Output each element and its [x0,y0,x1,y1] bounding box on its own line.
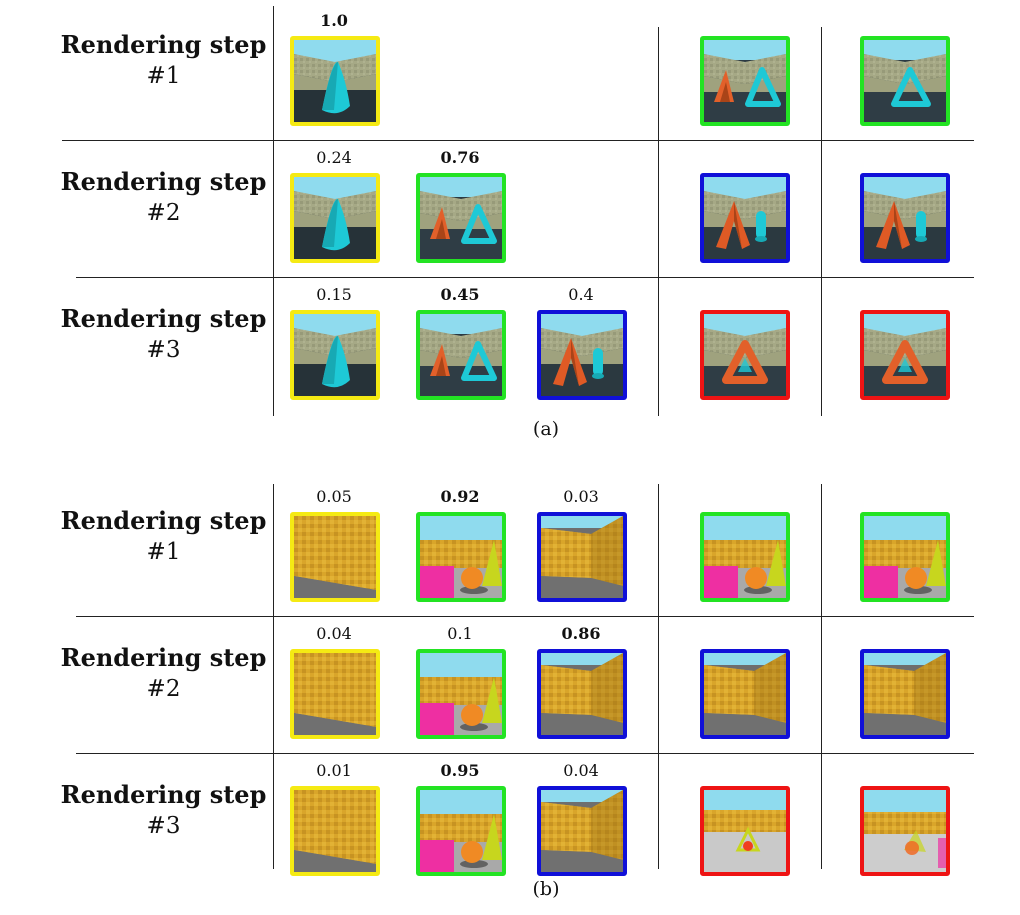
column-divider [821,27,822,416]
figure-panel-a: Rendering step #1 1.0 [0,0,1020,450]
candidate-view-thumbnail [416,512,506,602]
candidate-score: 0.15 [316,285,352,304]
candidate-view-thumbnail [537,649,627,739]
target-view-thumbnail [860,310,950,400]
observed-view-thumbnail [700,36,790,126]
candidate-score: 0.24 [316,148,352,167]
candidate-view-thumbnail [290,36,380,126]
candidate-view-thumbnail [416,649,506,739]
candidate-score: 0.1 [447,624,473,643]
candidate-view-thumbnail [416,173,506,263]
row-label: Rendering step #3 [56,780,271,842]
row-label-step-number: #2 [146,200,181,226]
row-label-step-number: #3 [146,813,181,839]
column-divider [658,484,659,869]
target-view-thumbnail [860,649,950,739]
observed-view-thumbnail [700,310,790,400]
candidate-score: 0.4 [568,285,594,304]
target-view-thumbnail [860,786,950,876]
candidate-view-thumbnail [537,310,627,400]
candidate-view-thumbnail [290,786,380,876]
figure-caption: (a) [532,418,560,440]
target-view-thumbnail [860,512,950,602]
column-divider [821,484,822,869]
row-label-title: Rendering step [60,167,267,196]
candidate-score: 0.76 [440,148,480,167]
row-label: Rendering step #2 [56,643,271,705]
candidate-view-thumbnail [416,786,506,876]
candidate-score: 0.45 [440,285,480,304]
candidate-score: 0.05 [316,487,352,506]
row-label: Rendering step #3 [56,304,271,366]
row-label-step-number: #1 [146,63,181,89]
figure-caption: (b) [532,878,560,900]
row-label-title: Rendering step [60,30,267,59]
candidate-score: 0.03 [563,487,599,506]
candidate-view-thumbnail [290,173,380,263]
candidate-score: 0.95 [440,761,480,780]
row-label: Rendering step #2 [56,167,271,229]
row-divider [62,140,974,141]
row-divider [76,616,974,617]
column-divider [658,27,659,416]
candidate-score: 0.04 [316,624,352,643]
candidate-score: 1.0 [320,11,348,30]
observed-view-thumbnail [700,512,790,602]
candidate-view-thumbnail [290,310,380,400]
target-view-thumbnail [860,36,950,126]
row-label-title: Rendering step [60,780,267,809]
row-label-title: Rendering step [60,643,267,672]
observed-view-thumbnail [700,649,790,739]
row-label-title: Rendering step [60,304,267,333]
row-divider [76,277,974,278]
observed-view-thumbnail [700,173,790,263]
candidate-score: 0.04 [563,761,599,780]
row-label: Rendering step #1 [56,506,271,568]
observed-view-thumbnail [700,786,790,876]
row-label-title: Rendering step [60,506,267,535]
candidate-view-thumbnail [416,310,506,400]
candidate-view-thumbnail [290,512,380,602]
column-divider [273,484,274,869]
figure-panel-b: Rendering step #1 0.05 0.92 0.03 [0,460,1020,910]
row-label: Rendering step #1 [56,30,271,92]
row-label-step-number: #3 [146,337,181,363]
row-divider [76,753,974,754]
candidate-score: 0.92 [440,487,480,506]
column-divider [273,6,274,416]
candidate-score: 0.01 [316,761,352,780]
candidate-view-thumbnail [537,786,627,876]
candidate-view-thumbnail [537,512,627,602]
row-label-step-number: #1 [146,539,181,565]
candidate-score: 0.86 [561,624,601,643]
candidate-view-thumbnail [290,649,380,739]
target-view-thumbnail [860,173,950,263]
row-label-step-number: #2 [146,676,181,702]
